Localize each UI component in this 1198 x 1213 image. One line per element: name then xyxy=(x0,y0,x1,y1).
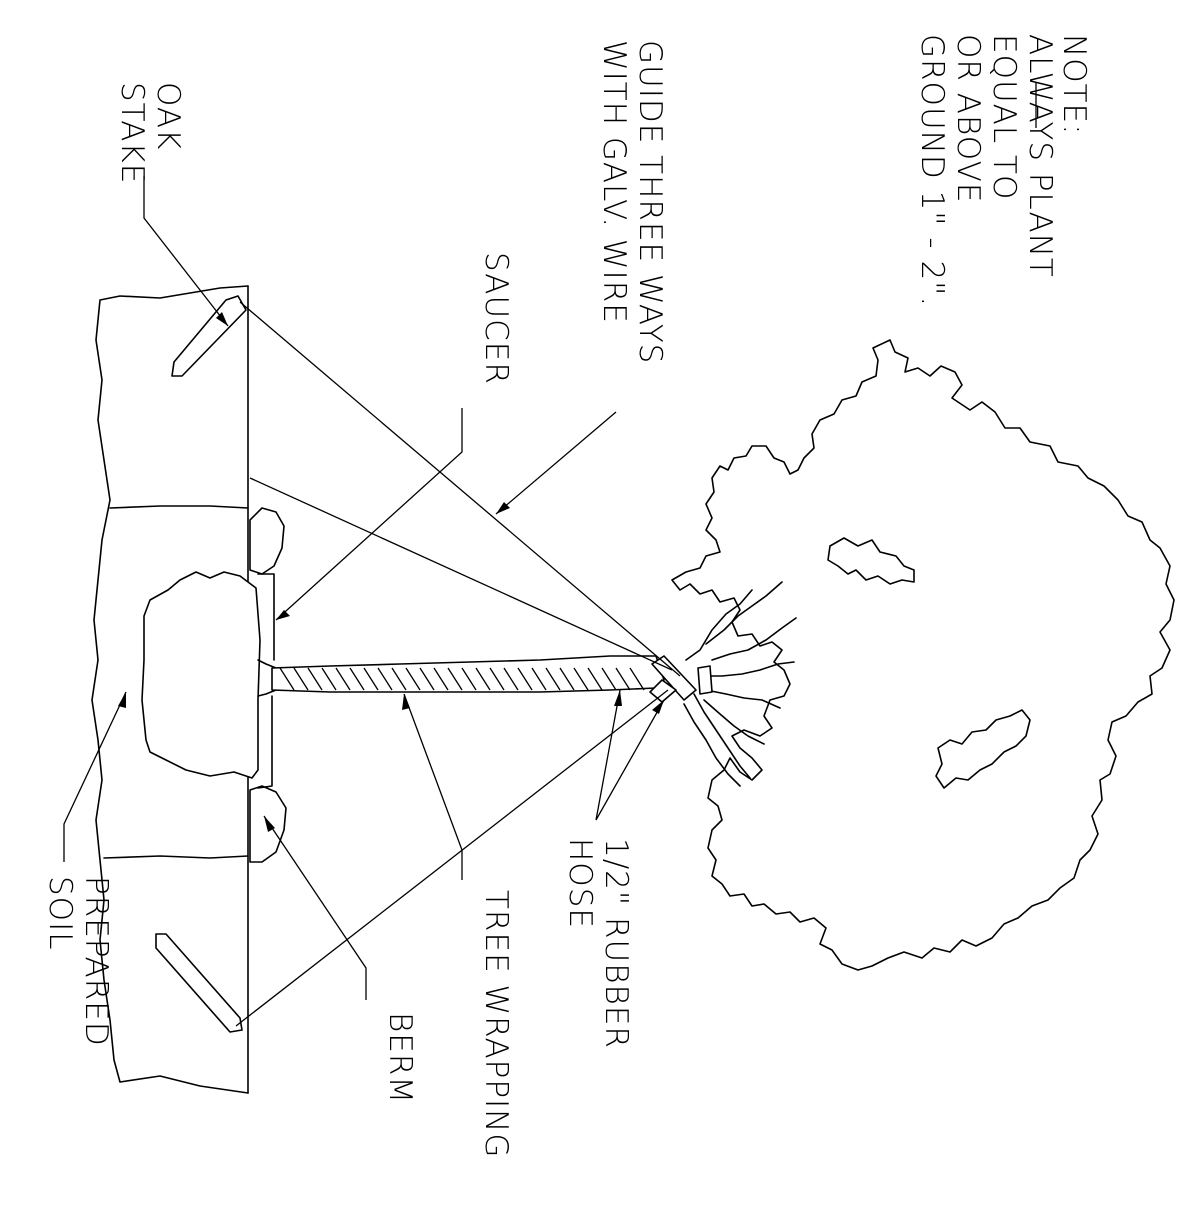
wrapping-stripe xyxy=(545,667,561,691)
wrapping-stripe xyxy=(419,667,435,691)
wrapping-stripe xyxy=(629,667,645,691)
note-title: NOTE: xyxy=(1056,34,1092,136)
hose-label-line-2: HOSE xyxy=(562,838,598,929)
wrapping-stripe xyxy=(475,667,491,691)
saucer-wall-lower xyxy=(257,695,273,789)
wrapping-stripe xyxy=(405,667,421,691)
wrapping-stripe xyxy=(391,667,407,691)
prepared-soil-label-line-2: SOIL xyxy=(42,876,78,951)
prepared-soil-label-line-1: PREPARED xyxy=(78,876,114,1047)
guy-wire-upper xyxy=(239,301,681,677)
tree-wrapping-label: TREE WRAPPING xyxy=(478,890,514,1158)
hose-label-line-1: 1/2" RUBBER xyxy=(598,838,634,1049)
wrapping-stripe xyxy=(559,667,575,691)
note-line-3: OR ABOVE xyxy=(950,34,986,203)
oak-stake-lower xyxy=(155,933,243,1033)
wrapping-stripe xyxy=(503,667,519,691)
guy-wire-middle xyxy=(249,477,673,671)
wrapping-stripe xyxy=(531,667,547,691)
wrapping-stripe xyxy=(573,667,589,691)
guy-wire-lower xyxy=(235,689,669,1027)
oak-label-line-1: OAK xyxy=(150,82,186,150)
leader-berm xyxy=(263,815,367,1000)
wrapping-stripe xyxy=(433,667,449,691)
arrow-guide xyxy=(496,502,510,514)
guide-label-line-1: GUIDE THREE WAYS xyxy=(632,40,668,364)
wrapping-stripe xyxy=(349,667,365,691)
oak-stake-upper xyxy=(171,295,247,377)
canopy-hole-lower xyxy=(935,709,1031,789)
wrapping-stripe xyxy=(517,667,533,691)
soil-divider-lower xyxy=(103,855,249,859)
arrow-saucer xyxy=(276,610,290,620)
leader-guide xyxy=(495,411,617,515)
wrapping-stripe xyxy=(615,667,631,691)
wrapping-stripe xyxy=(377,667,393,691)
wrapping-stripe xyxy=(587,667,603,691)
arrow-oak xyxy=(216,312,228,326)
guide-label-line-2: WITH GALV. WIRE xyxy=(596,40,632,324)
root-ball xyxy=(141,571,261,779)
trunk-wrapping-hatch xyxy=(279,667,645,691)
arrow-hose-b xyxy=(652,700,664,714)
wrapping-stripe xyxy=(461,667,477,691)
leader-hose-b xyxy=(595,699,665,821)
wrapping-stripe xyxy=(321,667,337,691)
berm-upper xyxy=(249,507,285,575)
wrapping-stripe xyxy=(447,667,463,691)
leader-wrapping xyxy=(403,693,463,880)
tree-canopy xyxy=(671,339,1175,971)
note-line-4: GROUND 1" - 2". xyxy=(914,34,950,307)
canopy-hole-upper xyxy=(827,537,915,585)
arrow-wrapping xyxy=(402,694,410,710)
note-line-1: ALWAYS PLANT xyxy=(1022,34,1058,278)
leader-saucer xyxy=(275,408,463,621)
berm-label: BERM xyxy=(382,1012,418,1104)
wrapping-stripe xyxy=(601,667,617,691)
rubber-hose-lower xyxy=(649,679,677,703)
branches xyxy=(683,581,797,787)
oak-label-line-2: STAKE xyxy=(114,82,150,184)
wrapping-stripe xyxy=(293,667,309,691)
saucer-label: SAUCER xyxy=(478,252,514,385)
leader-hose xyxy=(595,689,621,821)
arrow-prepared xyxy=(118,692,126,708)
wrapping-stripe xyxy=(363,667,379,691)
note-text: NOTE: ALWAYS PLANT EQUAL TO OR ABOVE GRO… xyxy=(914,34,1092,307)
wrapping-stripe xyxy=(335,667,351,691)
note-line-2: EQUAL TO xyxy=(986,34,1022,200)
rubber-hose-side xyxy=(697,665,713,695)
leader-prepared xyxy=(63,691,127,862)
wrapping-stripe xyxy=(279,667,295,691)
arrow-hose-a xyxy=(614,690,622,706)
wrapping-stripe xyxy=(489,667,505,691)
soil-divider-upper xyxy=(109,505,249,509)
saucer-wall-upper xyxy=(257,573,275,661)
arrow-berm xyxy=(264,816,275,832)
leader-oak xyxy=(143,176,229,327)
soil-block xyxy=(91,285,249,1094)
wrapping-stripe xyxy=(307,667,323,691)
